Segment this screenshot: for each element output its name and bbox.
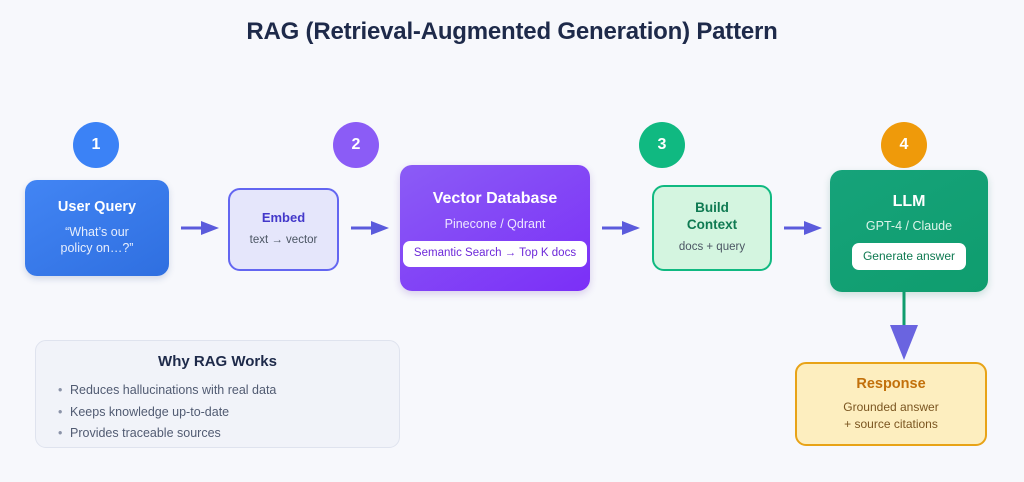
list-item: Reduces hallucinations with real data [52,380,383,402]
node-llm-title: LLM [892,193,926,211]
why-rag-works-panel: Why RAG Works Reduces hallucinations wit… [35,340,400,448]
node-user-query-title: User Query [57,199,137,216]
node-build-context-subtitle: docs + query [678,241,746,254]
step-badge-4-label: 4 [899,136,909,153]
node-response[interactable]: Response Grounded answer + source citati… [795,362,987,446]
node-vector-database-title: Vector Database [432,190,558,208]
node-embed-title: Embed [261,210,306,226]
step-badge-3-label: 3 [657,136,667,153]
list-item: Keeps knowledge up-to-date [52,402,383,424]
node-build-context[interactable]: Build Context docs + query [652,185,772,271]
page-title: RAG (Retrieval-Augmented Generation) Pat… [246,18,778,45]
node-embed-subtitle: text → vector [249,234,318,247]
why-rag-works-title: Why RAG Works [158,353,277,370]
step-badge-3: 3 [639,122,685,168]
step-badge-1: 1 [73,122,119,168]
node-response-subtitle-2: + source citations [844,416,938,431]
why-rag-works-list: Reduces hallucinations with real data Ke… [52,380,383,445]
node-llm-subtitle: GPT-4 / Claude [865,218,953,233]
node-vector-database-subtitle: Pinecone / Qdrant [444,216,546,231]
generate-answer-pill[interactable]: Generate answer [851,243,967,270]
node-user-query[interactable]: User Query “What’s our policy on…?” [25,180,169,276]
node-llm[interactable]: LLM GPT-4 / Claude Generate answer [830,170,988,292]
semantic-search-pill[interactable]: Semantic Search → Top K docs [402,241,588,267]
node-response-title: Response [856,376,926,393]
node-vector-database[interactable]: Vector Database Pinecone / Qdrant Semant… [400,165,590,291]
arrow-user-query-to-embed [181,221,219,235]
arrow-build-context-to-llm [784,221,822,235]
node-embed[interactable]: Embed text → vector [228,188,339,271]
arrow-embed-to-vector-db [351,221,389,235]
node-response-subtitle: Grounded answer [843,399,939,414]
list-item: Provides traceable sources [52,423,383,445]
step-badge-1-label: 1 [91,136,101,153]
step-badge-2-label: 2 [351,136,361,153]
step-badge-4: 4 [881,122,927,168]
node-build-context-title: Build Context [686,200,738,232]
arrow-vector-db-to-build-context [602,221,640,235]
step-badge-2: 2 [333,122,379,168]
arrow-llm-to-response [890,292,918,360]
node-user-query-subtitle: “What’s our policy on…?” [60,224,134,256]
